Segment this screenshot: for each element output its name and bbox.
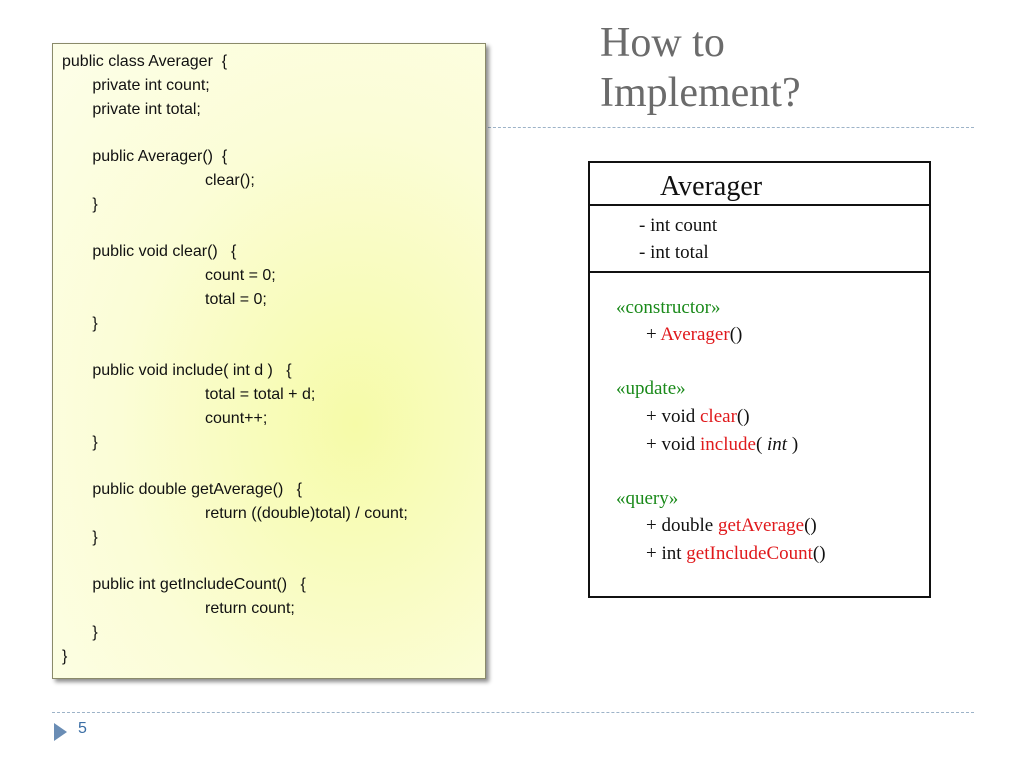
operation-clear: + void clear() — [646, 406, 750, 428]
code-line: public int getIncludeCount() { — [79, 576, 306, 593]
code-line: public Averager() { — [79, 148, 228, 165]
play-triangle-icon — [54, 723, 67, 741]
code-line: clear(); — [165, 172, 255, 189]
operation-name: getAverage — [717, 515, 805, 536]
title-divider — [488, 127, 974, 128]
operation-name: include — [700, 434, 756, 455]
code-line: private int total; — [79, 101, 201, 118]
code-line: return ((double)total) / count; — [165, 505, 408, 522]
slide-title: How to Implement? — [600, 18, 1000, 118]
stereotype-constructor: «constructor» — [616, 297, 721, 318]
operation-paren-open: ( — [755, 434, 768, 455]
code-line: total = total + d; — [165, 386, 316, 403]
operation-suffix: () — [729, 324, 743, 345]
slide-title-line-1: How to — [600, 20, 725, 66]
code-listing-box: public class Averager { private int coun… — [52, 43, 486, 679]
operation-prefix: + int — [646, 543, 687, 564]
operation-suffix: () — [804, 515, 817, 536]
operation-constructor: + Averager() — [646, 324, 742, 346]
stereotype-update: «update» — [616, 378, 686, 399]
code-line: } — [79, 529, 98, 546]
code-line: } — [79, 434, 98, 451]
code-line: } — [79, 315, 98, 332]
uml-attribute: - int total — [639, 242, 709, 263]
code-line: private int count; — [79, 77, 210, 94]
code-line: } — [62, 648, 68, 665]
footer-divider — [52, 712, 974, 713]
operation-param: int — [767, 434, 788, 455]
code-line: return count; — [165, 600, 295, 617]
uml-class-name: Averager — [660, 171, 763, 202]
operation-prefix: + — [646, 324, 661, 345]
code-line: total = 0; — [165, 291, 267, 308]
uml-class-name-compartment: Averager — [590, 163, 929, 206]
code-line: } — [79, 196, 98, 213]
operation-getAverage: + double getAverage() — [646, 515, 817, 537]
code-line: } — [79, 624, 98, 641]
slide-title-line-2: Implement? — [600, 70, 801, 116]
operation-include: + void include( int ) — [646, 434, 798, 456]
code-line: count = 0; — [165, 267, 276, 284]
uml-class-diagram: Averager - int count - int total «constr… — [588, 161, 931, 598]
code-line: public double getAverage() { — [79, 481, 302, 498]
operation-suffix: () — [736, 406, 750, 427]
code-line: public void include( int d ) { — [79, 362, 292, 379]
operation-name: Averager — [660, 324, 730, 345]
operation-name: clear — [700, 406, 737, 427]
stereotype-query: «query» — [616, 488, 679, 509]
operation-suffix: () — [812, 543, 826, 564]
code-line: count++; — [165, 410, 268, 427]
code-line: public void clear() { — [79, 243, 237, 260]
operation-prefix: + double — [646, 515, 718, 536]
operation-name: getIncludeCount — [686, 543, 813, 564]
uml-attribute: - int count — [639, 215, 718, 236]
operation-paren-close: ) — [787, 434, 799, 455]
page-number: 5 — [78, 720, 87, 737]
operation-prefix: + void — [646, 434, 700, 455]
uml-attributes-compartment: - int count - int total — [590, 206, 929, 273]
operation-getIncludeCount: + int getIncludeCount() — [646, 543, 826, 565]
code-line: public class Averager { — [62, 53, 228, 70]
operation-prefix: + void — [646, 406, 700, 427]
